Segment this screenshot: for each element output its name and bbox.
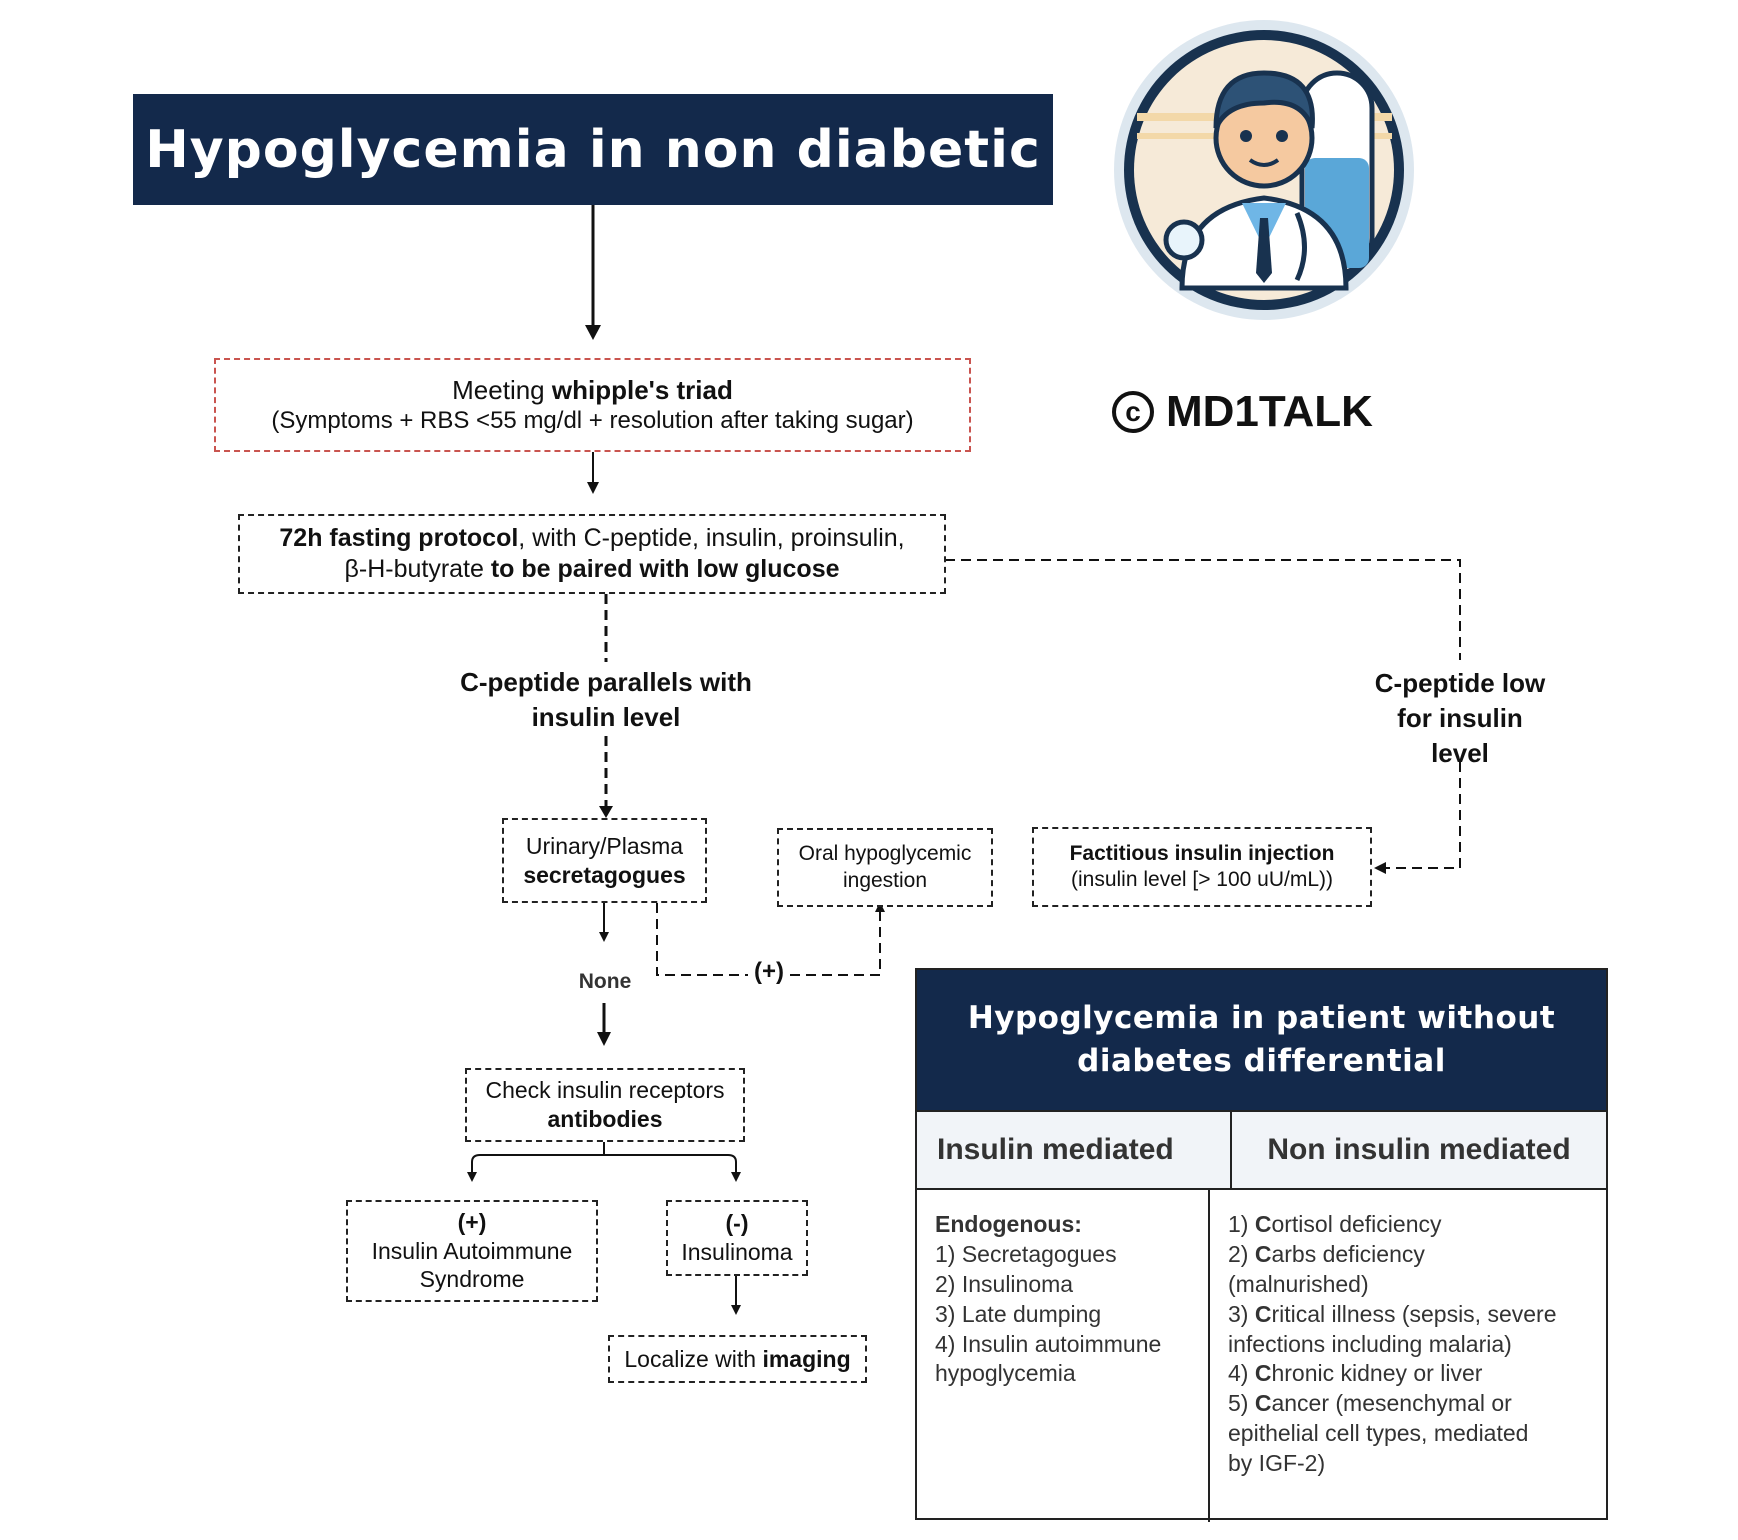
secretagogues-box: Urinary/Plasma secretagogues [502, 818, 707, 903]
autoimmune-line2: Insulin Autoimmune [371, 1237, 573, 1264]
branch-left-line2: insulin level [531, 702, 681, 733]
factitious-insulin-box: Factitious insulin injection (insulin le… [1032, 827, 1372, 907]
branch-left-line1: C-peptide parallels with [460, 667, 752, 697]
list-item: 3) Critical illness (sepsis, severe [1228, 1300, 1557, 1327]
brand-logo: c MD1TALK [1112, 384, 1373, 440]
oral-hypoglycemic-box: Oral hypoglycemic ingestion [777, 828, 993, 907]
whipple-bold: whipple's triad [551, 374, 733, 405]
fasting-bold: 72h fasting protocol [279, 523, 519, 552]
autoimmune-line3: Syndrome [419, 1266, 525, 1293]
list-item: 2) Insulinoma [935, 1270, 1074, 1297]
fasting-protocol-box: 72h fasting protocol, with C-peptide, in… [238, 514, 946, 594]
branch-label-cpeptide-low: C-peptide low for insulin level [1340, 666, 1580, 771]
localize-imaging-box: Localize with imaging [608, 1335, 867, 1383]
branch-right-line2: for insulin [1397, 703, 1523, 734]
factitious-line2: (insulin level [> 100 uU/mL)) [1070, 868, 1334, 891]
table-heading-line2: diabetes differential [1077, 1043, 1446, 1079]
branch-right-line3: level [1431, 738, 1489, 769]
localize-bold: imaging [762, 1345, 851, 1372]
none-label: None [578, 970, 632, 993]
list-item: 2) Carbs deficiency [1228, 1240, 1425, 1267]
antibodies-line2: antibodies [547, 1106, 663, 1132]
page-title: Hypoglycemia in non diabetic [133, 94, 1053, 205]
list-item: 4) Insulin autoimmune [935, 1330, 1162, 1357]
list-item: 1) Cortisol deficiency [1228, 1211, 1442, 1237]
non-insulin-mediated-cell: 1) Cortisol deficiency 2) Carbs deficien… [1210, 1190, 1606, 1522]
whipple-criteria: (Symptoms + RBS <55 mg/dl + resolution a… [271, 407, 914, 435]
factitious-line1: Factitious insulin injection [1069, 841, 1335, 865]
insulinoma-label: Insulinoma [681, 1239, 793, 1265]
branch-right-line1: C-peptide low [1374, 668, 1546, 698]
copyright-icon: c [1112, 391, 1154, 433]
dashed-right-factitious [1385, 762, 1461, 869]
list-item: infections including malaria) [1228, 1330, 1512, 1357]
split-antibodies [471, 1154, 737, 1172]
endogenous-title: Endogenous: [935, 1211, 1082, 1237]
insulin-mediated-cell: Endogenous: 1) Secretagogues 2) Insulino… [917, 1190, 1210, 1522]
list-item: hypoglycemia [935, 1360, 1076, 1387]
table-heading: Hypoglycemia in patient without diabetes… [917, 970, 1606, 1110]
fasting-rest: , with C-peptide, insulin, proinsulin, [518, 523, 905, 552]
dashed-plus-oral [790, 910, 881, 976]
list-item: 4) Chronic kidney or liver [1228, 1360, 1483, 1387]
localize-prefix: Localize with [624, 1345, 763, 1372]
whipple-triad-box: Meeting whipple's triad (Symptoms + RBS … [214, 358, 971, 452]
list-item: (malnurished) [1228, 1270, 1369, 1297]
whipple-prefix: Meeting [452, 374, 552, 405]
autoimmune-syndrome-box: (+) Insulin Autoimmune Syndrome [346, 1200, 598, 1302]
branch-label-cpeptide-parallel: C-peptide parallels with insulin level [420, 665, 792, 735]
autoimmune-sign: (+) [457, 1208, 487, 1235]
doctor-avatar-icon [1112, 18, 1417, 323]
dashed-fasting-right [945, 559, 1461, 660]
table-body: Endogenous: 1) Secretagogues 2) Insulino… [917, 1190, 1606, 1522]
antibodies-line1: Check insulin receptors [485, 1077, 725, 1104]
dashed-secretagogues-plus [656, 903, 748, 976]
secretagogues-line2: secretagogues [523, 861, 686, 888]
fasting-line2-bold: to be paired with low glucose [490, 555, 840, 583]
list-item: by IGF-2) [1228, 1450, 1326, 1477]
positive-label: (+) [754, 958, 784, 985]
brand-name: MD1TALK [1166, 387, 1373, 436]
differential-table: Hypoglycemia in patient without diabetes… [915, 968, 1608, 1522]
fasting-line2-prefix: β-H-butyrate [344, 555, 491, 583]
col-header-insulin: Insulin mediated [917, 1112, 1232, 1188]
secretagogues-line1: Urinary/Plasma [525, 832, 684, 859]
list-item: 3) Late dumping [935, 1300, 1102, 1327]
list-item: 5) Cancer (mesenchymal or [1228, 1390, 1512, 1417]
col-header-non-insulin: Non insulin mediated [1232, 1112, 1606, 1188]
list-item: 1) Secretagogues [935, 1240, 1117, 1267]
oral-line1: Oral hypoglycemic [798, 842, 972, 866]
table-heading-line1: Hypoglycemia in patient without [967, 999, 1556, 1036]
oral-line2: ingestion [842, 868, 928, 892]
list-item: epithelial cell types, mediated [1228, 1420, 1529, 1447]
antibodies-box: Check insulin receptors antibodies [465, 1068, 745, 1142]
insulinoma-box: (-) Insulinoma [666, 1200, 808, 1276]
insulinoma-sign: (-) [725, 1210, 749, 1237]
table-column-headers: Insulin mediated Non insulin mediated [917, 1110, 1606, 1190]
